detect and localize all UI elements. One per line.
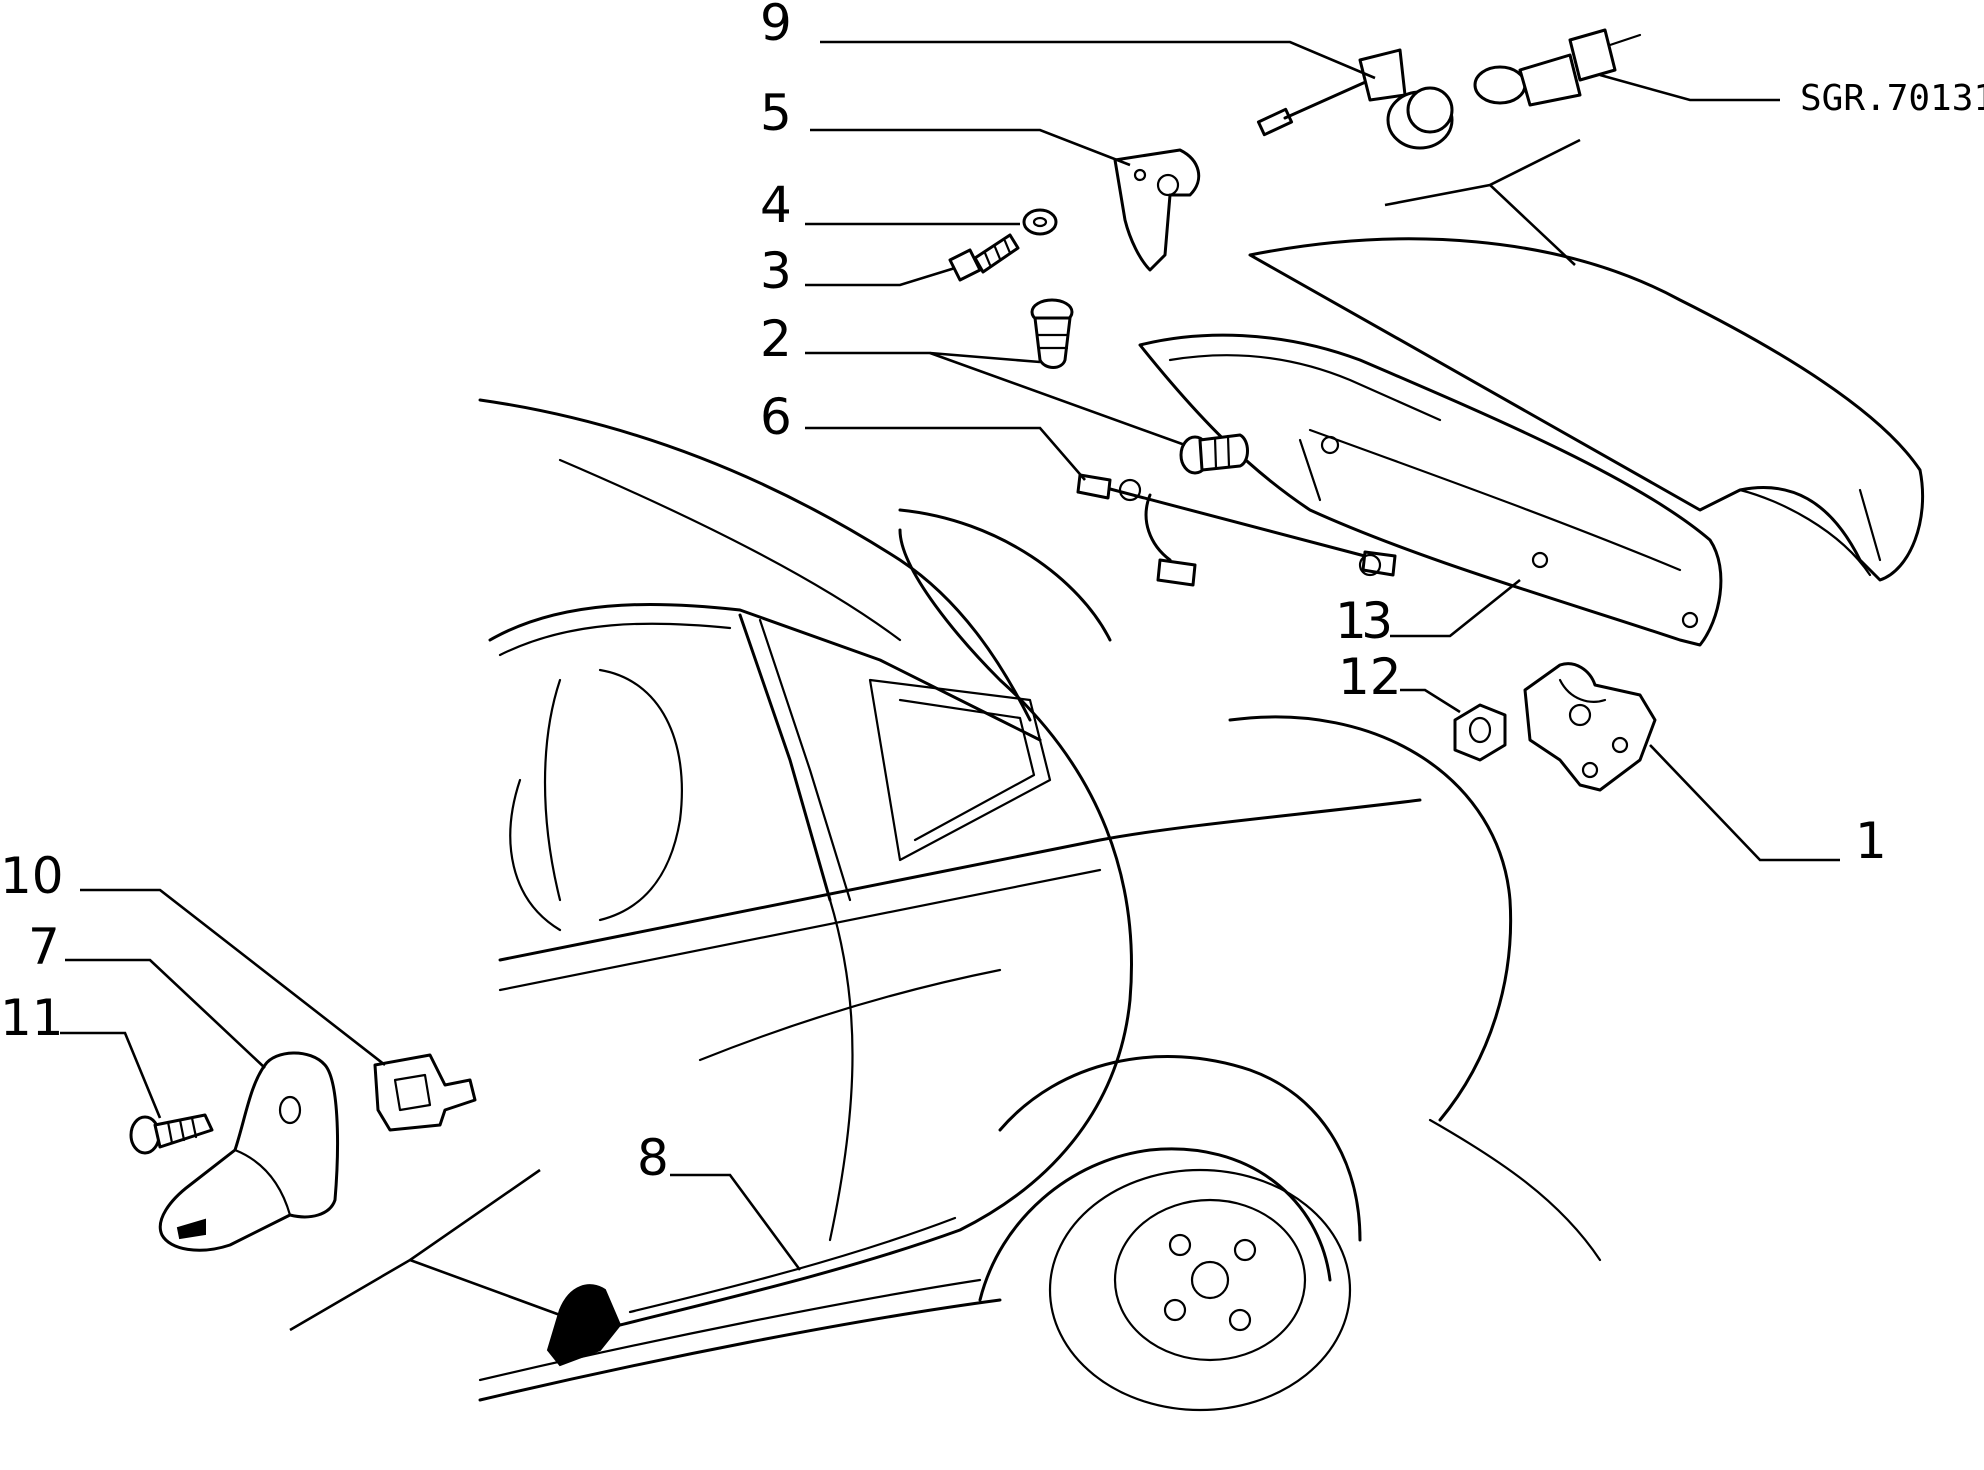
cable-clip-part: [373, 1053, 477, 1132]
lock-cylinder-part: [1256, 48, 1454, 150]
release-cable: [618, 528, 1133, 1327]
release-handle-part: [158, 1051, 340, 1252]
reference-code: SGR.70131: [1800, 78, 1984, 119]
callout-labels: 9 5 4 3 2 6 13 12 1 10 7 11 8 SGR.70131: [0, 0, 1984, 1187]
car-body-illustration: [478, 398, 1602, 1412]
bolt-part: [948, 233, 1020, 282]
bump-stop-lower-part: [1179, 433, 1249, 475]
callout-4: 4: [760, 176, 792, 234]
leader-lines: [60, 40, 1840, 1332]
callout-3: 3: [760, 242, 792, 300]
wire-harness-part: [1076, 473, 1397, 587]
latch-part: [1523, 662, 1657, 792]
callout-13: 13: [1335, 592, 1393, 650]
callout-11: 11: [0, 989, 64, 1047]
cable-grommet-part: [546, 1284, 622, 1367]
washer-part: [1022, 208, 1058, 236]
callout-12: 12: [1338, 648, 1402, 706]
callout-10: 10: [0, 847, 64, 905]
callout-1: 1: [1855, 812, 1887, 870]
hinge-bracket-part: [1113, 148, 1201, 272]
callout-5: 5: [760, 84, 792, 142]
lid-inner-panel: [1138, 333, 1723, 647]
callout-6: 6: [760, 388, 792, 446]
screw-part: [129, 1113, 214, 1155]
callout-9: 9: [760, 0, 792, 52]
callout-7: 7: [28, 918, 60, 976]
key-cylinder-part: [1473, 28, 1642, 107]
callout-2: 2: [760, 310, 792, 368]
bump-stop-upper-part: [1030, 298, 1074, 369]
nut-part: [1453, 703, 1507, 762]
callout-8: 8: [637, 1129, 669, 1187]
